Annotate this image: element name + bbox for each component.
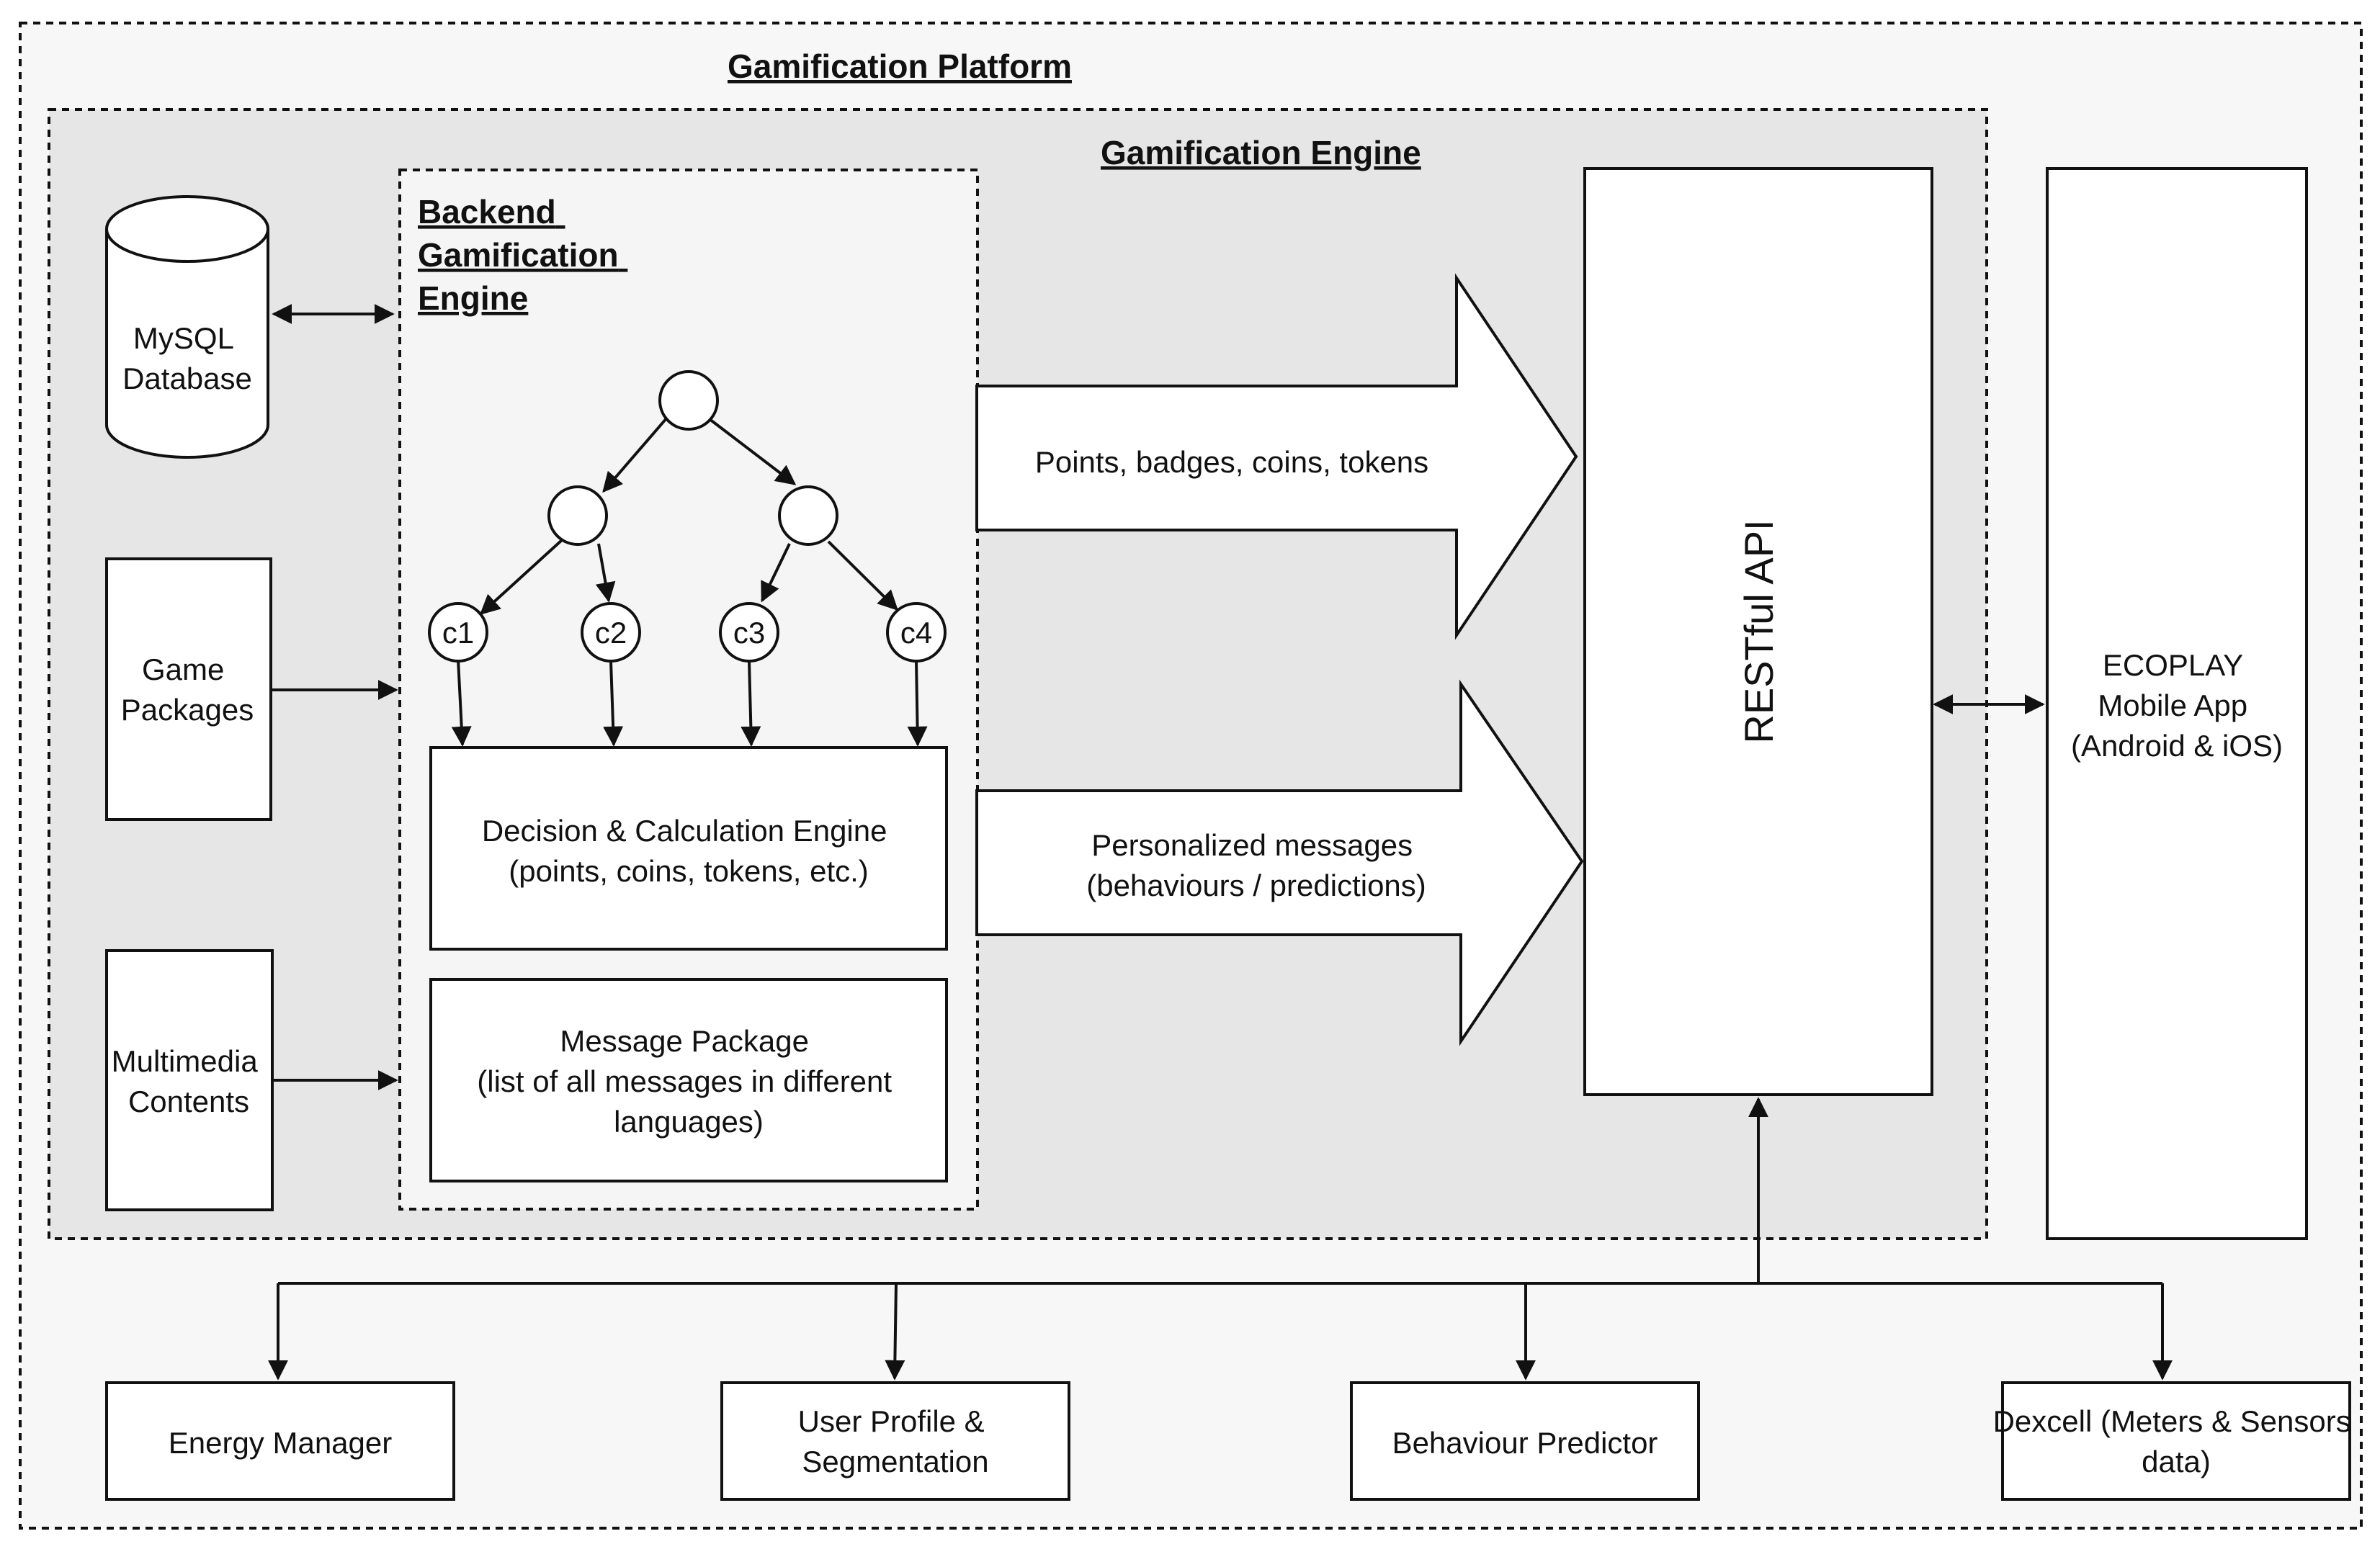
behaviour-predictor-label-line: Behaviour Predictor: [1392, 1426, 1658, 1460]
multimedia-label-line: Multimedia: [112, 1044, 259, 1078]
ecoplay-label-line: Mobile App: [2098, 688, 2247, 722]
tree-leaf-label: c3: [733, 616, 765, 650]
database-label: MySQL Database: [122, 321, 252, 395]
message-package-label-line: Message Package: [560, 1024, 809, 1058]
database-cylinder-top: [105, 195, 269, 263]
ecoplay-app-box: ECOPLAY Mobile App (Android & iOS): [2046, 167, 2308, 1240]
restful-api-box: RESTful API: [1583, 167, 1933, 1096]
ecoplay-label: ECOPLAY Mobile App (Android & iOS): [2071, 648, 2283, 763]
behaviour-predictor-label: Behaviour Predictor: [1392, 1426, 1658, 1460]
message-package-label-line: languages): [614, 1105, 764, 1139]
multimedia-contents-box: Multimedia Contents: [105, 949, 274, 1211]
decision-engine-label: Decision & Calculation Engine (points, c…: [482, 814, 895, 888]
user-profile-label: User Profile & Segmentation: [798, 1404, 993, 1478]
user-profile-label-line: Segmentation: [802, 1445, 988, 1478]
tree-leaf-c2: [581, 602, 641, 663]
messages-flow-arrow: Personalized messages (behaviours / pred…: [975, 679, 1584, 1046]
tree-leaf-label: c4: [900, 616, 932, 650]
backend-title-line: Backend: [418, 193, 556, 230]
database-label-line: Database: [122, 362, 252, 395]
restful-api-label: RESTful API: [1736, 519, 1781, 743]
game-packages-label: Game Packages: [121, 652, 254, 727]
game-packages-box: Game Packages: [105, 557, 272, 821]
messages-flow-label-line: Personalized messages: [1091, 828, 1413, 862]
game-packages-label-line: Game: [142, 652, 224, 686]
multimedia-label: Multimedia Contents: [112, 1044, 267, 1118]
energy-manager-box: Energy Manager: [105, 1381, 455, 1501]
ecoplay-label-line: (Android & iOS): [2071, 729, 2283, 763]
messages-flow-label-line: (behaviours / predictions): [1086, 868, 1426, 902]
message-package-label: Message Package (list of all messages in…: [477, 1024, 900, 1139]
energy-manager-label-line: Energy Manager: [169, 1426, 393, 1460]
backend-title-line: Gamification: [418, 236, 619, 274]
services-bus: [268, 1097, 2173, 1381]
tree-leaf-label: c1: [442, 616, 474, 650]
dexcell-box: Dexcell (Meters & Sensors data): [1993, 1381, 2360, 1501]
user-profile-box: User Profile & Segmentation: [720, 1381, 1070, 1501]
database-label-line: MySQL: [133, 321, 233, 355]
message-package-label-line: (list of all messages in different: [477, 1064, 892, 1098]
backend-title: Backend Gamification Engine: [418, 193, 627, 317]
tree-node: [547, 485, 608, 546]
dexcell-label-line: data): [2142, 1445, 2211, 1478]
database-cylinder-icon: [105, 229, 269, 459]
engine-title: Gamification Engine: [1101, 134, 1421, 171]
points-flow-label-line: Points, badges, coins, tokens: [1035, 445, 1428, 479]
mysql-database: MySQL Database: [105, 195, 269, 459]
game-packages-label-line: Packages: [121, 693, 254, 727]
tree-leaf-c4: [886, 602, 947, 663]
tree-root-node: [658, 370, 719, 431]
tree-leaf-c3: [719, 602, 779, 663]
user-profile-label-line: User Profile &: [798, 1404, 985, 1438]
message-package-box: Message Package (list of all messages in…: [429, 978, 948, 1182]
dexcell-label-line: Dexcell (Meters & Sensors: [1993, 1404, 2351, 1438]
energy-manager-label: Energy Manager: [169, 1426, 393, 1460]
tree-node: [778, 485, 838, 546]
backend-title-line: Engine: [418, 279, 528, 317]
points-flow-label: Points, badges, coins, tokens: [1035, 445, 1428, 479]
ecoplay-label-line: ECOPLAY: [2103, 648, 2243, 682]
decision-engine-label-line: (points, coins, tokens, etc.): [509, 854, 869, 888]
behaviour-predictor-box: Behaviour Predictor: [1350, 1381, 1700, 1501]
platform-title: Gamification Platform: [728, 48, 1072, 85]
tree-leaf-label: c2: [595, 616, 627, 650]
messages-flow-label: Personalized messages (behaviours / pred…: [1086, 828, 1426, 902]
multimedia-label-line: Contents: [128, 1085, 249, 1118]
points-flow-arrow: Points, badges, coins, tokens: [975, 273, 1578, 640]
decision-engine-box: Decision & Calculation Engine (points, c…: [429, 746, 948, 951]
decision-engine-label-line: Decision & Calculation Engine: [482, 814, 887, 848]
decision-tree: c1 c2 c3 c4: [428, 370, 947, 747]
dexcell-label: Dexcell (Meters & Sensors data): [1993, 1404, 2360, 1478]
tree-leaf-c1: [428, 602, 488, 663]
